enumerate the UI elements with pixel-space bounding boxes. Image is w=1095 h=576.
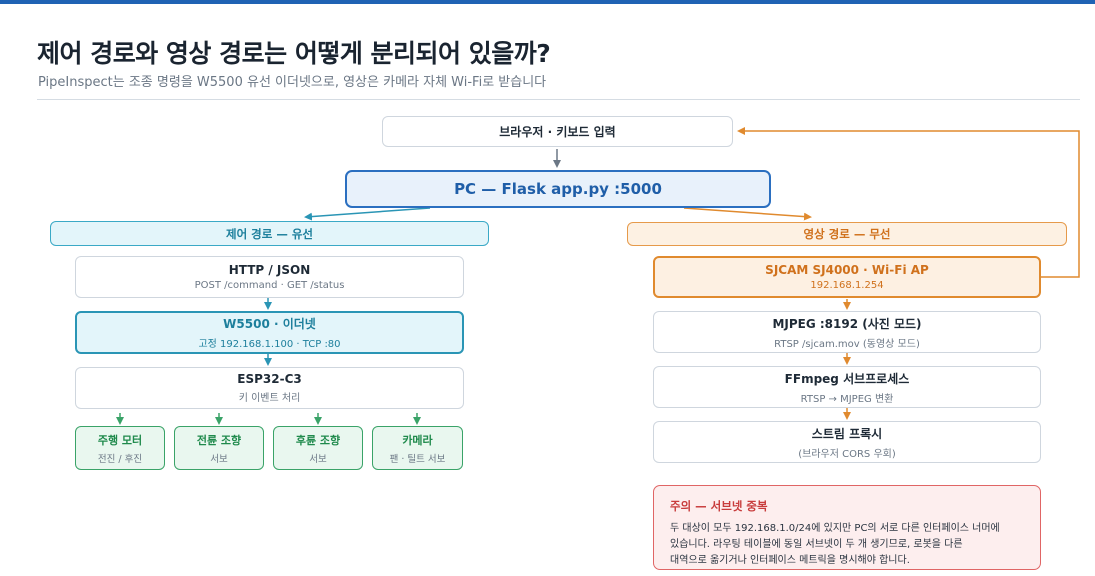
esp32-node: ESP32-C3 키 이벤트 처리 <box>75 367 464 409</box>
stream-proxy-node: 스트림 프록시 (브라우저 CORS 우회) <box>653 421 1041 463</box>
video-path-header: 영상 경로 — 무선 <box>627 222 1067 246</box>
arrow-pc-to-control <box>304 207 431 221</box>
output-sub: 서보 <box>210 453 228 465</box>
output-sub: 서보 <box>309 453 327 465</box>
warning-line: 있습니다. 라우팅 테이블에 동일 서브넷이 두 개 생기므로, 로봇을 다른 <box>670 539 963 550</box>
output-title: 전륜 조향 <box>196 433 242 447</box>
ffmpeg-node: FFmpeg 서브프로세스 RTSP → MJPEG 변환 <box>653 366 1041 408</box>
stream-proxy-title: 스트림 프록시 <box>811 426 883 441</box>
browser-input-node: 브라우저 · 키보드 입력 <box>382 116 733 147</box>
arrow-pc-to-video <box>683 207 812 221</box>
control-path-header-label: 제어 경로 — 유선 <box>226 226 313 241</box>
http-json-title: HTTP / JSON <box>228 263 311 277</box>
sjcam-title: SJCAM SJ4000 · Wi-Fi AP <box>765 263 929 277</box>
http-json-sub: POST /command · GET /status <box>194 280 345 291</box>
w5500-title: W5500 · 이더넷 <box>223 317 316 331</box>
pc-flask-label: PC — Flask app.py :5000 <box>454 180 662 198</box>
top-accent-bar <box>0 0 1095 4</box>
mjpeg-node: MJPEG :8192 (사진 모드) RTSP /sjcam.mov (동영상… <box>653 311 1041 353</box>
esp32-sub: 키 이벤트 처리 <box>238 393 301 404</box>
ffmpeg-sub: RTSP → MJPEG 변환 <box>800 393 894 405</box>
warning-title: 주의 — 서브넷 중복 <box>670 499 768 513</box>
warning-line: 두 대상이 모두 192.168.1.0/24에 있지만 PC의 서로 다른 인… <box>670 523 1000 534</box>
page-subtitle: PipeInspect는 조종 명령을 W5500 유선 이더넷으로, 영상은 … <box>38 75 547 90</box>
output-node-drive-motor: 주행 모터 전진 / 후진 <box>75 426 165 470</box>
subnet-warning-callout: 주의 — 서브넷 중복 두 대상이 모두 192.168.1.0/24에 있지만… <box>653 485 1041 570</box>
output-node-rear-steering: 후륜 조향 서보 <box>273 426 363 470</box>
mjpeg-sub: RTSP /sjcam.mov (동영상 모드) <box>774 338 920 350</box>
ffmpeg-title: FFmpeg 서브프로세스 <box>784 371 910 386</box>
sjcam-sub: 192.168.1.254 <box>810 280 884 291</box>
warning-line: 대역으로 옮기거나 인터페이스 메트릭을 명시해야 합니다. <box>670 555 910 566</box>
output-node-camera: 카메라 팬 · 틸트 서보 <box>372 426 463 470</box>
w5500-sub: 고정 192.168.1.100 · TCP :80 <box>198 339 341 350</box>
control-path-header: 제어 경로 — 유선 <box>50 221 489 246</box>
w5500-node: W5500 · 이더넷 고정 192.168.1.100 · TCP :80 <box>75 311 464 354</box>
output-title: 후륜 조향 <box>295 433 341 447</box>
header-divider <box>37 99 1080 100</box>
video-path-header-label: 영상 경로 — 무선 <box>803 227 891 241</box>
browser-input-label: 브라우저 · 키보드 입력 <box>499 125 616 139</box>
pc-flask-node: PC — Flask app.py :5000 <box>345 170 771 208</box>
stream-proxy-sub: (브라우저 CORS 우회) <box>798 448 896 460</box>
output-title: 주행 모터 <box>97 433 143 447</box>
http-json-node: HTTP / JSON POST /command · GET /status <box>75 256 464 298</box>
mjpeg-title: MJPEG :8192 (사진 모드) <box>772 316 922 331</box>
output-sub: 전진 / 후진 <box>97 453 143 465</box>
output-sub: 팬 · 틸트 서보 <box>389 453 446 465</box>
output-node-front-steering: 전륜 조향 서보 <box>174 426 264 470</box>
output-title: 카메라 <box>402 433 433 447</box>
esp32-title: ESP32-C3 <box>237 372 302 386</box>
sjcam-node: SJCAM SJ4000 · Wi-Fi AP 192.168.1.254 <box>653 256 1041 298</box>
page-title: 제어 경로와 영상 경로는 어떻게 분리되어 있을까? <box>37 39 551 68</box>
